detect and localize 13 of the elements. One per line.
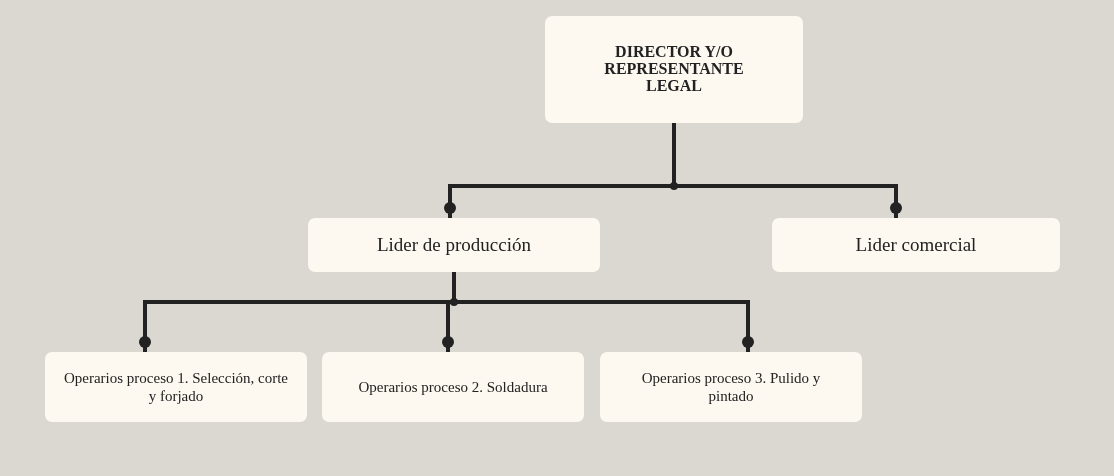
org-box <box>600 352 862 422</box>
org-box <box>322 352 584 422</box>
org-box <box>772 218 1060 272</box>
role-label: Lider comercial <box>855 233 977 257</box>
connector-line <box>672 123 902 218</box>
role-label: Operarios proceso 3. Pulido y pintado <box>640 369 822 405</box>
org-box <box>45 352 307 422</box>
org-box <box>308 218 600 272</box>
org-box <box>545 16 803 123</box>
role-label: Lider de producción <box>376 233 532 257</box>
role-label: Operarios proceso 2. Soldadura <box>358 378 548 396</box>
role-label: DIRECTOR Y/O REPRESENTANTE LEGAL <box>603 44 745 95</box>
role-label: Operarios proceso 1. Selección, corte y forjado <box>63 369 289 405</box>
